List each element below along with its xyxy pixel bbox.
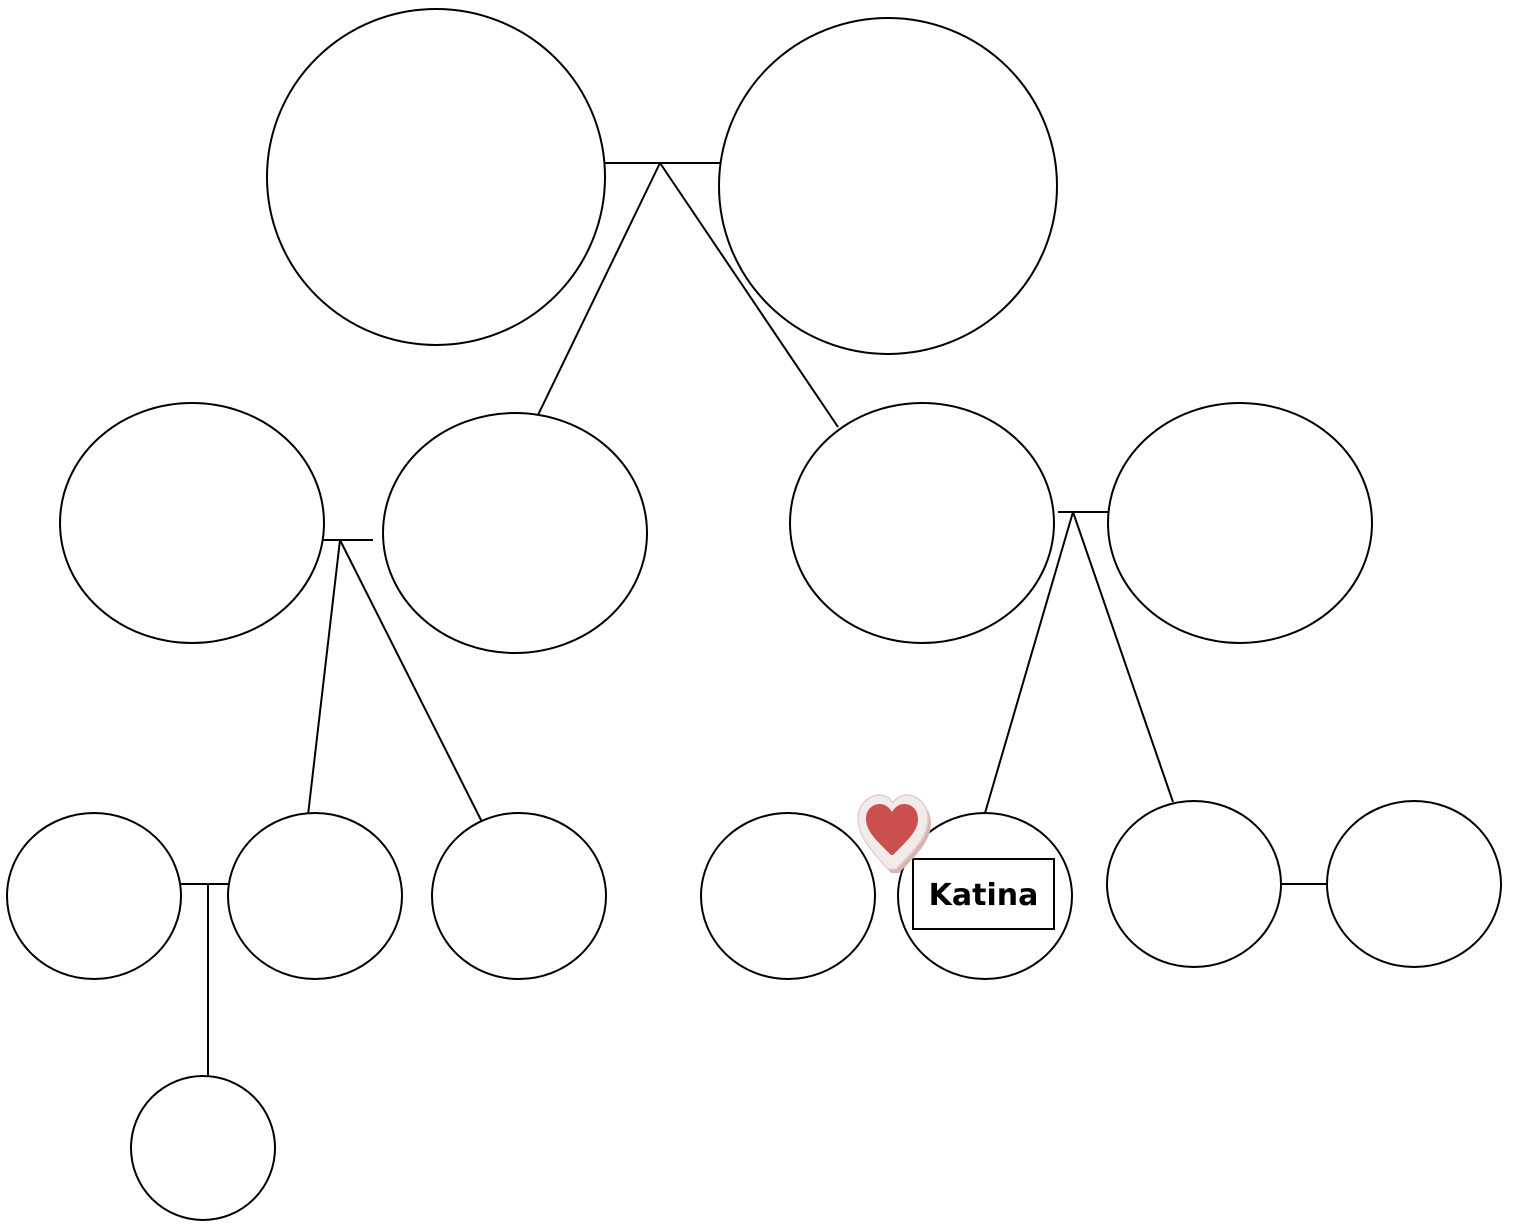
heart-icon (857, 794, 931, 873)
person-node-gen3-g[interactable] (1326, 800, 1502, 968)
person-node-gen1-right[interactable] (718, 17, 1058, 355)
child-line-gen2-right-b (1072, 511, 1174, 803)
person-node-gen3-d[interactable] (700, 812, 876, 980)
person-node-gen2-b[interactable] (382, 412, 648, 654)
katina-label: Katina (912, 858, 1055, 930)
katina-label-text: Katina (929, 878, 1039, 913)
person-node-gen1-left[interactable] (266, 8, 606, 346)
katina-label-box (912, 858, 1055, 930)
person-node-gen2-d[interactable] (1107, 402, 1373, 644)
child-line-gen1-right (659, 162, 839, 428)
person-node-gen2-a[interactable] (59, 402, 325, 644)
child-line-gen2-left-b (339, 539, 483, 823)
person-node-gen2-c[interactable] (789, 402, 1055, 644)
person-node-gen4-a[interactable] (130, 1075, 276, 1221)
person-nodes (6, 8, 1502, 1221)
person-node-gen3-b[interactable] (227, 812, 403, 980)
connector-lines (180, 162, 1330, 1077)
person-node-gen3-f[interactable] (1106, 800, 1282, 968)
child-line-gen2-left-a (307, 539, 341, 816)
person-node-gen3-c[interactable] (431, 812, 607, 980)
child-line-gen1-left (537, 162, 661, 416)
person-node-gen3-a[interactable] (6, 812, 182, 980)
child-line-gen2-right-a (984, 511, 1074, 814)
